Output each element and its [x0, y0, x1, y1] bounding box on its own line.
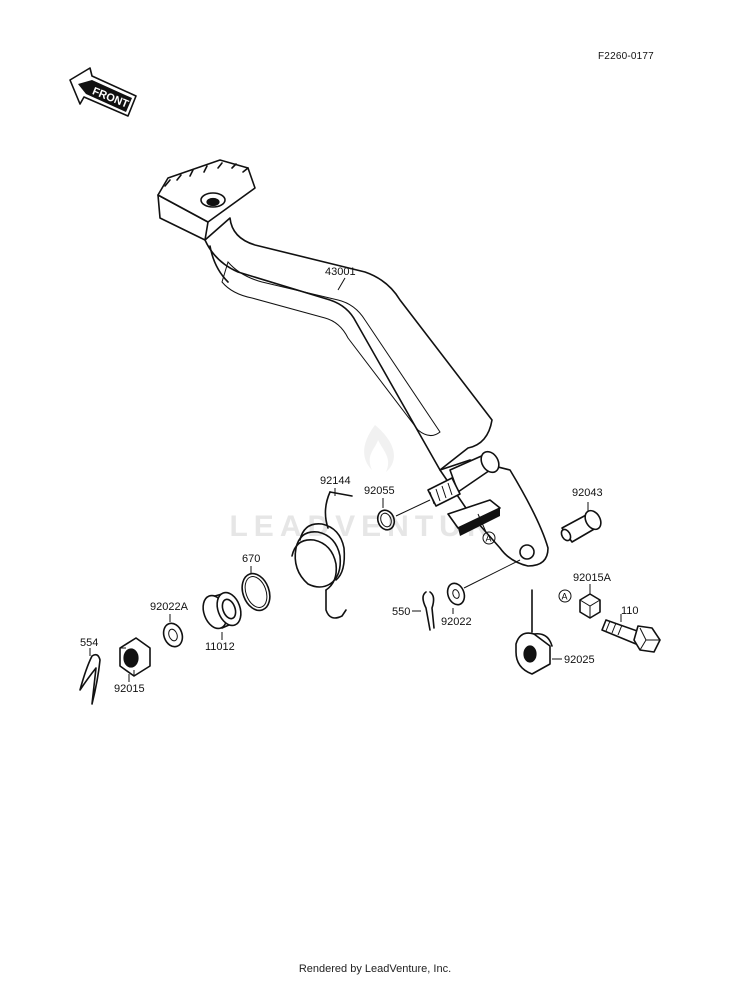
leader-43001: [337, 277, 346, 291]
collar-11012: [202, 591, 242, 630]
return-spring: [291, 491, 353, 619]
label-92055: 92055: [364, 485, 395, 497]
label-110: 110: [621, 605, 639, 617]
label-11012: 11012: [205, 641, 235, 653]
label-92015a: 92015A: [573, 572, 612, 584]
clip-554: [79, 653, 101, 705]
label-92025: 92025: [564, 654, 595, 666]
marker-a-pedal: A: [486, 534, 492, 544]
marker-a-nut: [558, 589, 572, 603]
washer-92022: [446, 582, 466, 606]
label-43001: 43001: [325, 266, 356, 278]
label-554: 554: [80, 637, 98, 649]
o-ring-670: [241, 572, 271, 612]
clevis-pin-92043: [560, 509, 602, 543]
label-92022: 92022: [441, 616, 472, 628]
diagram-reference-code: F2260-0177: [598, 51, 654, 62]
clevis-92025: [515, 632, 553, 675]
cotter-pin-550: [422, 591, 435, 631]
nut-92015: [119, 637, 151, 677]
washer-92022a: [162, 622, 184, 648]
marker-a-nut-label: A: [562, 592, 568, 602]
o-ring-92055: [376, 509, 396, 531]
watermark-logo: [364, 425, 394, 472]
label-92043: 92043: [572, 487, 603, 499]
label-550: 550: [392, 606, 410, 618]
footer-credit: Rendered by LeadVenture, Inc.: [298, 963, 452, 975]
label-670: 670: [242, 553, 260, 565]
bolt-110: [601, 619, 661, 653]
label-92022a: 92022A: [150, 601, 189, 613]
nut-92015a: [579, 593, 601, 619]
label-92144: 92144: [320, 475, 351, 487]
front-arrow-icon: FRONT: [69, 67, 137, 117]
brake-pedal: A: [157, 159, 549, 567]
label-92015: 92015: [114, 683, 145, 695]
